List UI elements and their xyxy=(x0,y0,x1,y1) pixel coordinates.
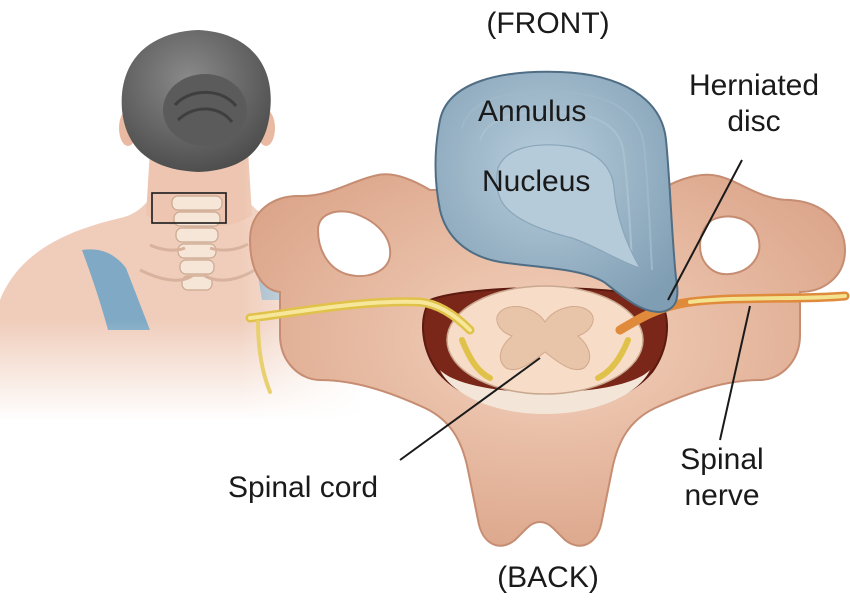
herniated-disc-label: Herniated disc xyxy=(664,68,844,140)
spinal-cord-label: Spinal cord xyxy=(228,470,378,506)
back-label: (BACK) xyxy=(468,560,628,596)
herniated-label-line1: Herniated xyxy=(664,68,844,104)
nucleus-label: Nucleus xyxy=(482,164,590,200)
spinal-nerve-label-line2: nerve xyxy=(652,478,792,514)
annulus-label: Annulus xyxy=(478,94,586,130)
spinal-cord xyxy=(447,286,643,394)
herniated-label-line2: disc xyxy=(664,104,844,140)
front-label: (FRONT) xyxy=(468,6,628,42)
spinal-nerve-label: Spinal nerve xyxy=(652,442,792,514)
spinal-nerve-label-line1: Spinal xyxy=(652,442,792,478)
